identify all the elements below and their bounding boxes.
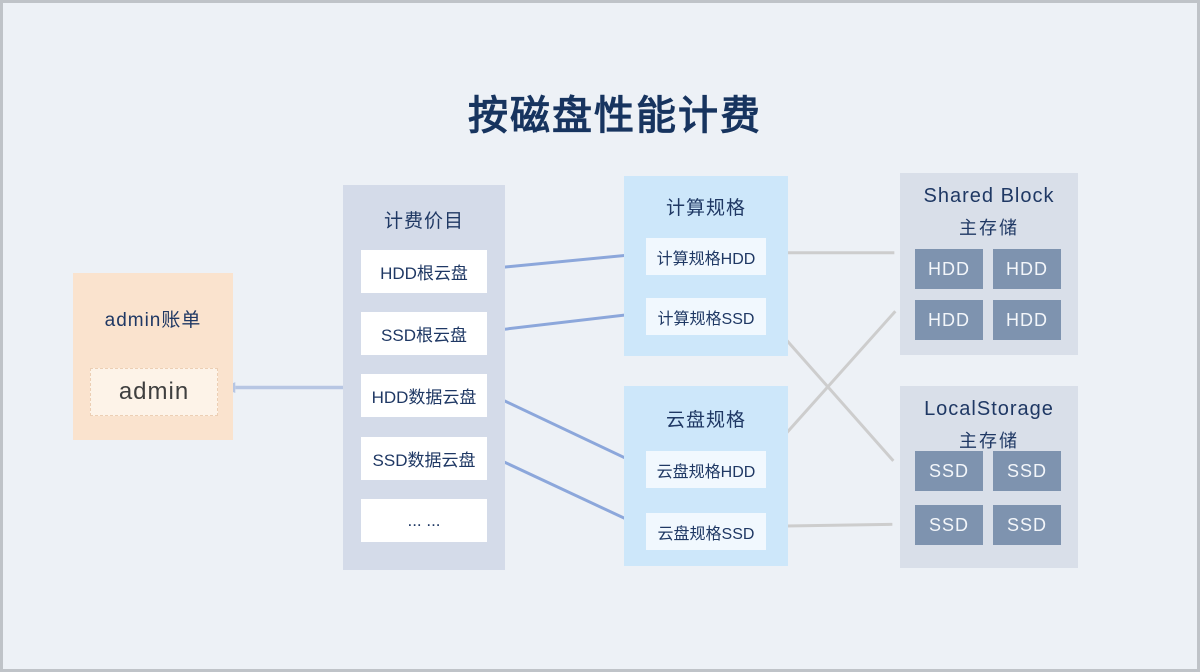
local-storage-panel-subtitle: 主存储 xyxy=(959,431,1019,451)
storage-tile-hdd-2: HDD xyxy=(993,249,1061,289)
pricing-item-ellipsis: ... ... xyxy=(361,499,487,542)
disk-spec-panel: 云盘规格 云盘规格HDD 云盘规格SSD xyxy=(624,386,788,566)
pricing-item-hdd-root-disk: HDD根云盘 xyxy=(361,250,487,293)
admin-item: admin xyxy=(90,368,218,416)
arrow-disk-ssd-to-ssd-data-disk xyxy=(489,454,643,528)
arrow-compute-hdd-to-hdd-root-disk xyxy=(489,252,643,273)
storage-tile-ssd-2: SSD xyxy=(993,451,1061,491)
shared-block-panel: Shared Block 主存储 HDD HDD HDD HDD xyxy=(900,173,1078,355)
spec-item-compute-hdd: 计算规格HDD xyxy=(646,238,766,275)
storage-tile-ssd-1: SSD xyxy=(915,451,983,491)
storage-tile-ssd-4: SSD xyxy=(993,505,1061,545)
pricing-item-ssd-root-disk: SSD根云盘 xyxy=(361,312,487,355)
shared-block-panel-subtitle: 主存储 xyxy=(959,218,1019,238)
compute-spec-panel: 计算规格 计算规格HDD 计算规格SSD xyxy=(624,176,788,356)
storage-tile-ssd-3: SSD xyxy=(915,505,983,545)
pricing-item-hdd-data-disk: HDD数据云盘 xyxy=(361,374,487,417)
storage-tile-hdd-3: HDD xyxy=(915,300,983,340)
arrow-pricing-to-admin xyxy=(222,382,344,393)
arrow-disk-hdd-to-hdd-data-disk xyxy=(489,393,643,468)
admin-bill-panel-title: admin账单 xyxy=(104,310,202,331)
arrow-compute-ssd-to-ssd-root-disk xyxy=(489,311,641,335)
pricing-panel-title: 计费价目 xyxy=(383,211,464,232)
pricing-panel: 计费价目 HDD根云盘 SSD根云盘 HDD数据云盘 SSD数据云盘 ... .… xyxy=(343,185,505,570)
storage-tile-hdd-4: HDD xyxy=(993,300,1061,340)
spec-item-disk-hdd: 云盘规格HDD xyxy=(646,451,766,488)
compute-spec-panel-title: 计算规格 xyxy=(665,198,746,219)
pricing-item-ssd-data-disk: SSD数据云盘 xyxy=(361,437,487,480)
spec-item-compute-ssd: 计算规格SSD xyxy=(646,298,766,335)
admin-bill-panel: admin账单 admin xyxy=(73,273,233,440)
disk-spec-panel-title: 云盘规格 xyxy=(665,410,746,431)
local-storage-panel-title: LocalStorage xyxy=(924,398,1054,420)
local-storage-panel: LocalStorage 主存储 SSD SSD SSD SSD xyxy=(900,386,1078,568)
shared-block-panel-title: Shared Block xyxy=(923,185,1055,207)
diagram-title: 按磁盘性能计费 xyxy=(468,94,762,138)
spec-item-disk-ssd: 云盘规格SSD xyxy=(646,513,766,550)
storage-tile-hdd-1: HDD xyxy=(915,249,983,289)
